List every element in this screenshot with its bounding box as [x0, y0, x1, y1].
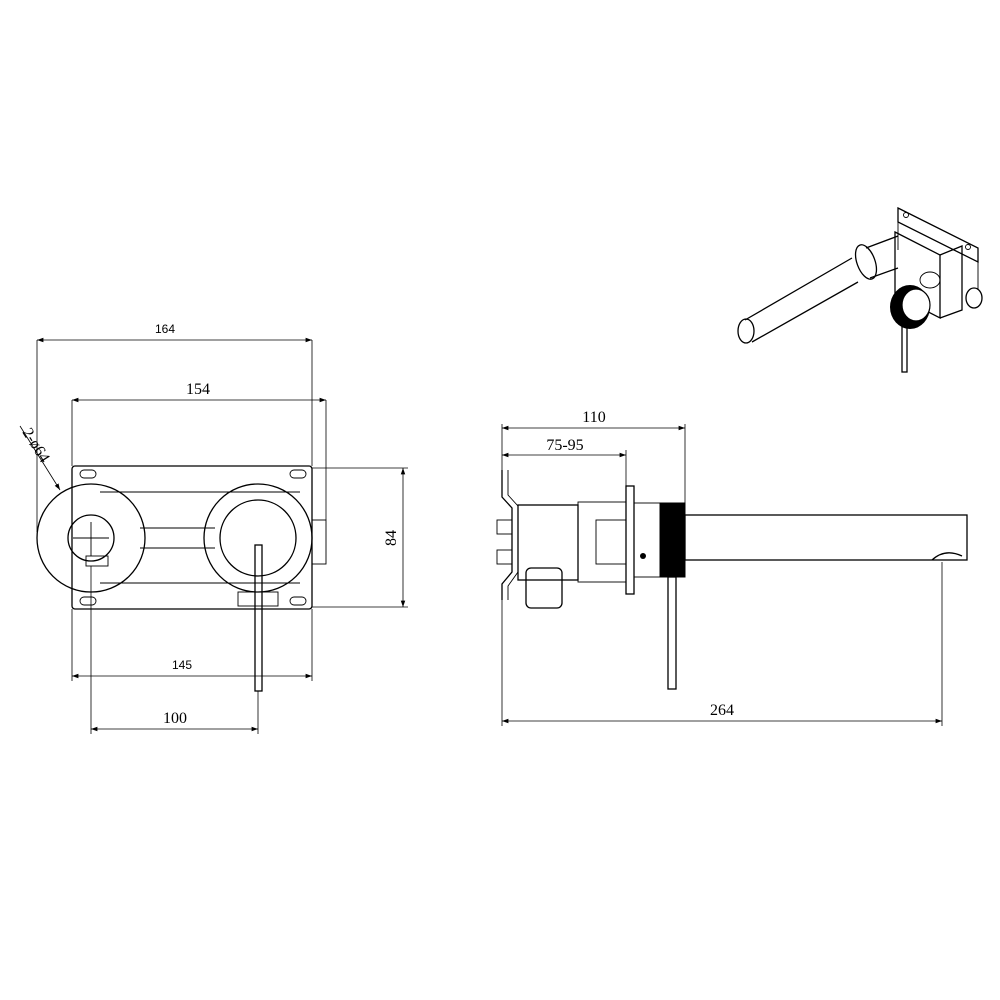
- knurled-collar: [659, 502, 686, 578]
- wall-bracket: [501, 470, 513, 600]
- iso-spout: [744, 257, 859, 343]
- dim-spout-length: 264: [710, 702, 734, 719]
- mixer-lever: [254, 544, 263, 692]
- side-lever: [667, 576, 677, 690]
- mount-slot: [289, 469, 307, 479]
- iso-lever: [901, 321, 908, 373]
- front-view: 164 154 2-ø64 84 145 100: [19, 322, 408, 734]
- spout: [684, 514, 968, 561]
- valve-body: [517, 504, 579, 581]
- dim-depth: 110: [582, 409, 605, 426]
- isometric-view: [737, 206, 983, 373]
- mount-slot: [79, 596, 97, 606]
- mount-slot: [289, 596, 307, 606]
- dim-mount-width: 145: [172, 658, 192, 672]
- dim-diameter: 2-ø64: [19, 425, 53, 466]
- mixer-body: [219, 499, 297, 577]
- side-view: 110 75-95 264: [496, 409, 968, 726]
- dim-overall-width: 164: [155, 322, 175, 336]
- dim-height: 84: [383, 530, 400, 546]
- inlet-fitting: [525, 567, 563, 609]
- dim-wall-range: 75-95: [546, 437, 583, 454]
- dim-plate-width: 154: [186, 381, 210, 398]
- spout-outlet: [67, 514, 115, 562]
- mount-slot: [79, 469, 97, 479]
- wall-flange: [625, 485, 635, 595]
- dim-lever-offset: 100: [163, 710, 187, 727]
